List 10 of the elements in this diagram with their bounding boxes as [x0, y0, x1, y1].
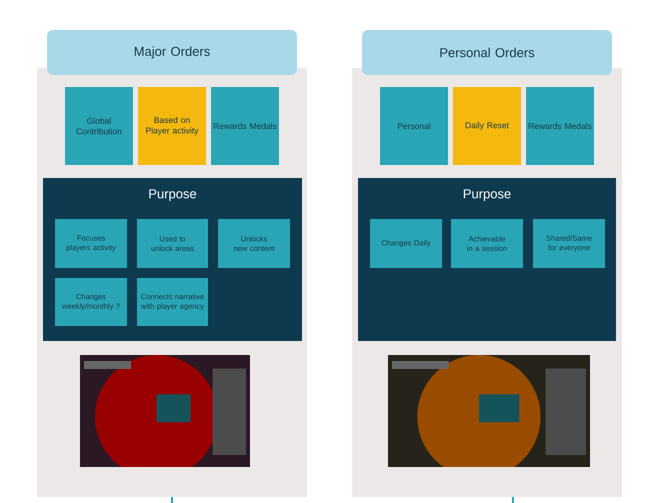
- screenshot-drawing: [388, 355, 590, 467]
- topic-box: Rewards Medals: [526, 87, 594, 165]
- topic-box: Global Contribution: [65, 87, 133, 165]
- topic-box: Based on Player activity: [138, 87, 206, 165]
- header-bar: Personal Orders: [362, 30, 612, 75]
- screenshot-drawing: [80, 355, 250, 467]
- topic-box: Rewards Medals: [211, 87, 279, 165]
- topic-box: Daily Reset: [453, 87, 521, 165]
- topic-box: Personal: [380, 87, 448, 165]
- header-bar: Major Orders: [47, 30, 297, 75]
